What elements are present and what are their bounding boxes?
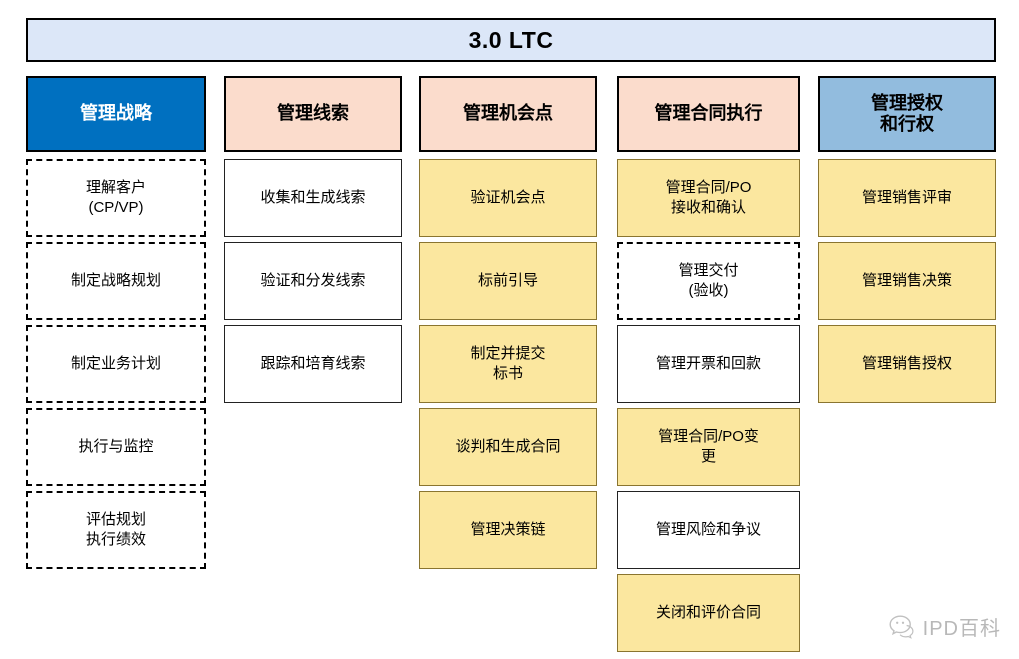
process-column: 管理授权 和行权管理销售评审管理销售决策管理销售授权 (818, 76, 996, 408)
process-cell-label: 管理开票和回款 (655, 355, 761, 373)
process-cell-label: 管理合同/PO 接收和确认 (665, 179, 752, 216)
process-column: 管理合同执行管理合同/PO 接收和确认管理交付 (验收)管理开票和回款管理合同/… (617, 76, 800, 657)
column-header[interactable]: 管理战略 (26, 76, 206, 152)
process-cell[interactable]: 评估规划 执行绩效 (26, 491, 206, 569)
process-cell[interactable]: 谈判和生成合同 (419, 408, 597, 486)
process-cell[interactable]: 验证和分发线索 (224, 242, 402, 320)
process-cell[interactable]: 管理合同/PO变 更 (617, 408, 800, 486)
page-title: 3.0 LTC (468, 26, 554, 53)
process-cell-label: 关闭和评价合同 (655, 604, 761, 622)
process-cell-label: 管理交付 (验收) (678, 262, 739, 299)
column-cell-stack: 理解客户 (CP/VP) 制定战略规划制定业务计划执行与监控评估规划 执行绩效 (26, 159, 206, 569)
process-cell[interactable]: 管理交付 (验收) (617, 242, 800, 320)
process-cell[interactable]: 管理开票和回款 (617, 325, 800, 403)
process-cell[interactable]: 制定并提交 标书 (419, 325, 597, 403)
process-cell[interactable]: 管理决策链 (419, 491, 597, 569)
column-header[interactable]: 管理机会点 (419, 76, 597, 152)
process-cell[interactable]: 管理合同/PO 接收和确认 (617, 159, 800, 237)
process-cell-label: 谈判和生成合同 (455, 438, 561, 456)
process-cell-label: 管理销售决策 (861, 272, 952, 290)
watermark: IPD百科 (888, 612, 1001, 641)
column-header-label: 管理授权 和行权 (871, 92, 943, 134)
process-cell-label: 制定战略规划 (70, 272, 161, 290)
column-cell-stack: 管理销售评审管理销售决策管理销售授权 (818, 159, 996, 403)
process-column: 管理线索收集和生成线索验证和分发线索跟踪和培育线索 (224, 76, 402, 408)
process-cell[interactable]: 验证机会点 (419, 159, 597, 237)
column-header-label: 管理合同执行 (654, 103, 763, 124)
column-cell-stack: 验证机会点标前引导制定并提交 标书谈判和生成合同管理决策链 (419, 159, 597, 569)
process-cell-label: 管理决策链 (470, 521, 546, 539)
process-cell-label: 验证机会点 (470, 189, 546, 207)
column-header-label: 管理线索 (277, 103, 349, 124)
diagram-title-bar: 3.0 LTC (26, 18, 996, 62)
process-cell-label: 理解客户 (CP/VP) (85, 179, 146, 216)
column-header[interactable]: 管理合同执行 (617, 76, 800, 152)
process-cell[interactable]: 执行与监控 (26, 408, 206, 486)
process-cell-label: 管理销售授权 (861, 355, 952, 373)
process-cell[interactable]: 制定战略规划 (26, 242, 206, 320)
column-header-label: 管理战略 (80, 103, 152, 124)
process-cell[interactable]: 管理风险和争议 (617, 491, 800, 569)
process-cell-label: 验证和分发线索 (260, 272, 366, 290)
process-cell[interactable]: 收集和生成线索 (224, 159, 402, 237)
watermark-label: IPD百科 (922, 618, 1001, 640)
process-cell-label: 管理风险和争议 (655, 521, 761, 539)
wechat-bubble-icon (888, 614, 916, 640)
process-cell[interactable]: 理解客户 (CP/VP) (26, 159, 206, 237)
process-cell[interactable]: 管理销售授权 (818, 325, 996, 403)
column-header[interactable]: 管理线索 (224, 76, 402, 152)
column-header-label: 管理机会点 (463, 103, 553, 124)
process-cell[interactable]: 制定业务计划 (26, 325, 206, 403)
process-cell-label: 跟踪和培育线索 (260, 355, 366, 373)
process-column: 管理战略理解客户 (CP/VP) 制定战略规划制定业务计划执行与监控评估规划 执行… (26, 76, 206, 574)
process-cell[interactable]: 跟踪和培育线索 (224, 325, 402, 403)
process-cell-label: 管理合同/PO变 更 (658, 428, 759, 465)
column-cell-stack: 管理合同/PO 接收和确认管理交付 (验收) 管理开票和回款管理合同/PO变 更管… (617, 159, 800, 652)
process-cell[interactable]: 管理销售评审 (818, 159, 996, 237)
process-cell-label: 制定业务计划 (70, 355, 161, 373)
process-cell-label: 管理销售评审 (861, 189, 952, 207)
process-column: 管理机会点验证机会点标前引导制定并提交 标书谈判和生成合同管理决策链 (419, 76, 597, 574)
process-cell-label: 评估规划 执行绩效 (85, 511, 146, 548)
process-cell[interactable]: 管理销售决策 (818, 242, 996, 320)
column-cell-stack: 收集和生成线索验证和分发线索跟踪和培育线索 (224, 159, 402, 403)
column-header[interactable]: 管理授权 和行权 (818, 76, 996, 152)
process-cell-label: 收集和生成线索 (260, 189, 366, 207)
process-cell-label: 标前引导 (477, 272, 538, 290)
process-cell-label: 制定并提交 标书 (470, 345, 546, 382)
process-cell-label: 执行与监控 (78, 438, 154, 456)
process-cell[interactable]: 关闭和评价合同 (617, 574, 800, 652)
process-cell[interactable]: 标前引导 (419, 242, 597, 320)
